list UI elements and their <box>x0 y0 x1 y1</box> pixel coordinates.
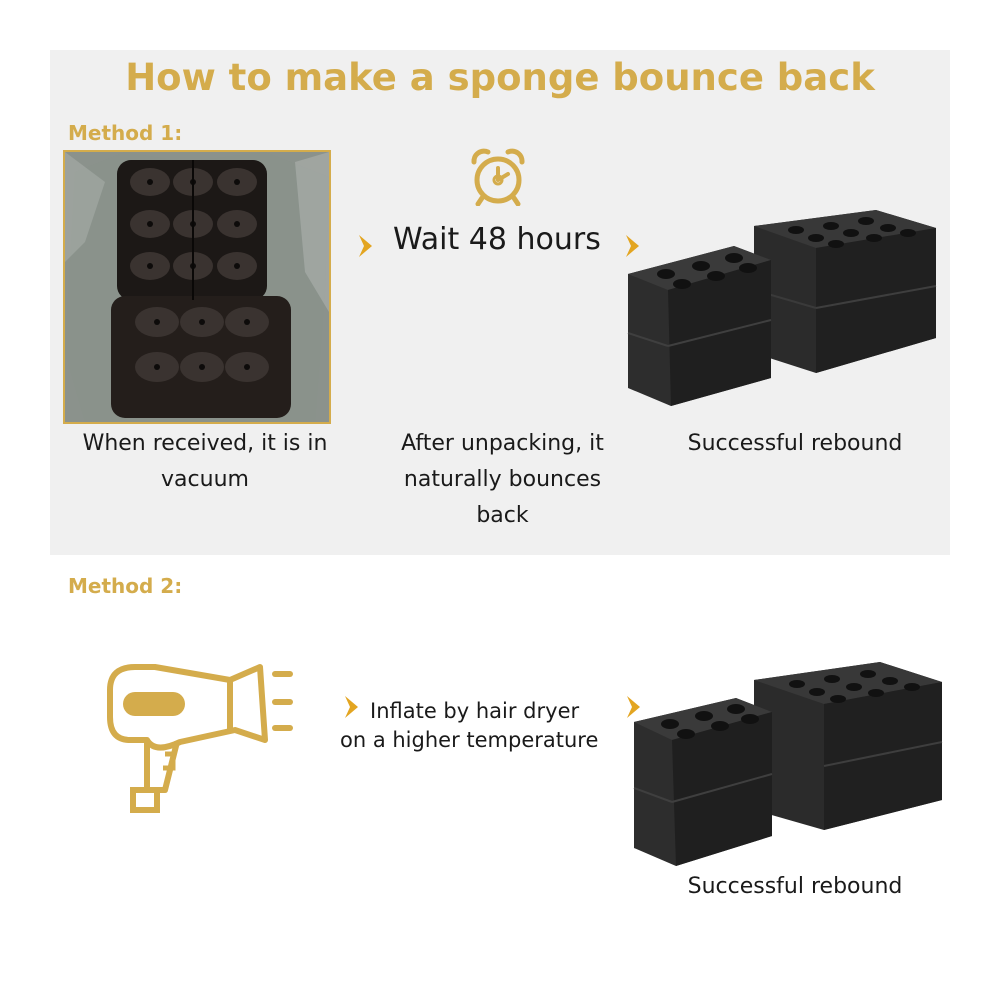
hair-dryer-icon <box>107 664 293 813</box>
hair-dryer-line-2: on a higher temperature <box>340 728 599 752</box>
chevron-right-icon <box>359 235 372 257</box>
hair-dryer-line-1: Inflate by hair dryer <box>370 699 580 723</box>
caption-rebound-2: Successful rebound <box>687 874 903 899</box>
rebounded-sponge-image <box>633 662 943 866</box>
wait-48-hours-text: Wait 48 hours <box>393 222 601 257</box>
method2-label: Method 2: <box>68 574 183 598</box>
hair-dryer-instruction: Inflate by hair dryer on a higher temper… <box>340 697 598 755</box>
rebounded-sponge-image <box>627 210 937 406</box>
chevron-right-icon <box>626 235 639 257</box>
alarm-clock-icon <box>471 148 525 206</box>
chevron-right-icon <box>345 696 358 718</box>
page-title: How to make a sponge bounce back <box>125 56 875 99</box>
caption-rebound-1: Successful rebound <box>687 431 903 456</box>
method1-label: Method 1: <box>68 121 183 145</box>
vacuum-packed-sponge-photo <box>63 150 331 424</box>
chevron-right-icon <box>627 696 640 718</box>
caption-received: When received, it is in vacuum <box>82 431 328 492</box>
caption-unpacking: After unpacking, it naturally bounces ba… <box>401 431 604 528</box>
